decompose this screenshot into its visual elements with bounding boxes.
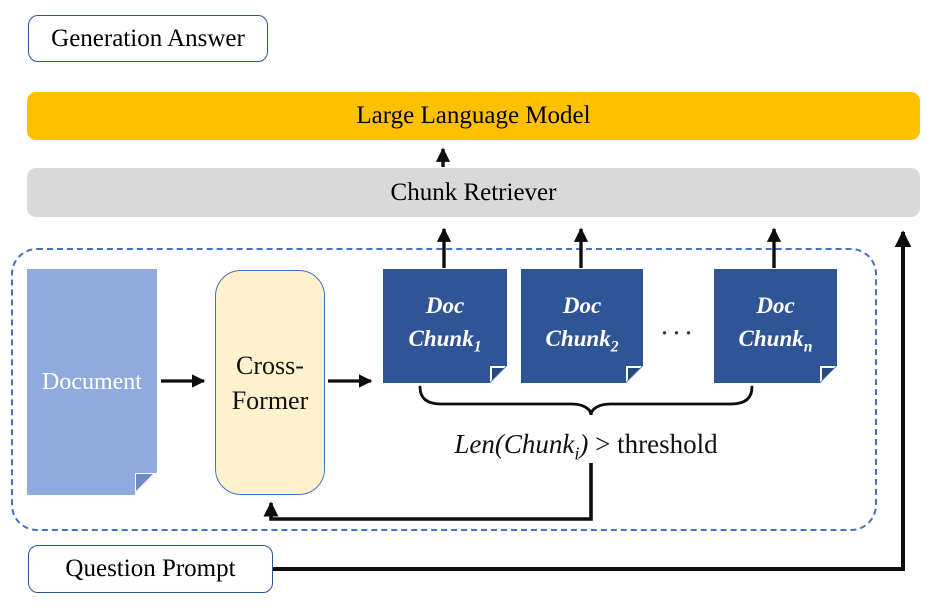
generation-answer-box: Generation Answer xyxy=(28,15,268,62)
doc-chunk-1-line1: Doc xyxy=(425,292,465,318)
crossformer-label-line1: Cross- xyxy=(236,350,304,380)
doc-chunk-n-line1: Doc xyxy=(756,292,795,318)
doc-chunk-n-box: Doc Chunkn xyxy=(714,269,837,383)
doc-chunk-1-box: Doc Chunk1 xyxy=(383,269,507,383)
question-prompt-label: Question Prompt xyxy=(65,555,236,582)
crossformer-label-line2: Former xyxy=(231,385,309,415)
doc-chunk-2-line2: Chunk2 xyxy=(545,325,619,356)
doc-chunk-2-line1: Doc xyxy=(562,292,602,318)
generation-answer-label: Generation Answer xyxy=(51,24,245,52)
chunk-length-formula: Len(Chunki) > threshold xyxy=(406,429,766,464)
formula-threshold: threshold xyxy=(617,429,718,459)
chunk-retriever-bar: Chunk Retriever xyxy=(27,168,920,217)
document-box: Document xyxy=(27,269,157,495)
crossformer-box: Cross- Former xyxy=(215,270,325,495)
llm-bar: Large Language Model xyxy=(27,92,920,140)
question-prompt-box: Question Prompt xyxy=(28,545,273,593)
doc-chunk-2-box: Doc Chunk2 xyxy=(521,269,643,383)
document-label: Document xyxy=(42,368,142,395)
chunk-retriever-label: Chunk Retriever xyxy=(390,178,557,206)
llm-label: Large Language Model xyxy=(356,102,591,129)
chunk-ellipsis: ··· xyxy=(660,321,697,345)
doc-chunk-1-line2: Chunk1 xyxy=(408,325,482,356)
doc-chunk-n-line2: Chunkn xyxy=(738,325,813,356)
formula-len-chunk: Len(Chunk xyxy=(454,429,575,459)
formula-operator: > xyxy=(588,429,618,459)
